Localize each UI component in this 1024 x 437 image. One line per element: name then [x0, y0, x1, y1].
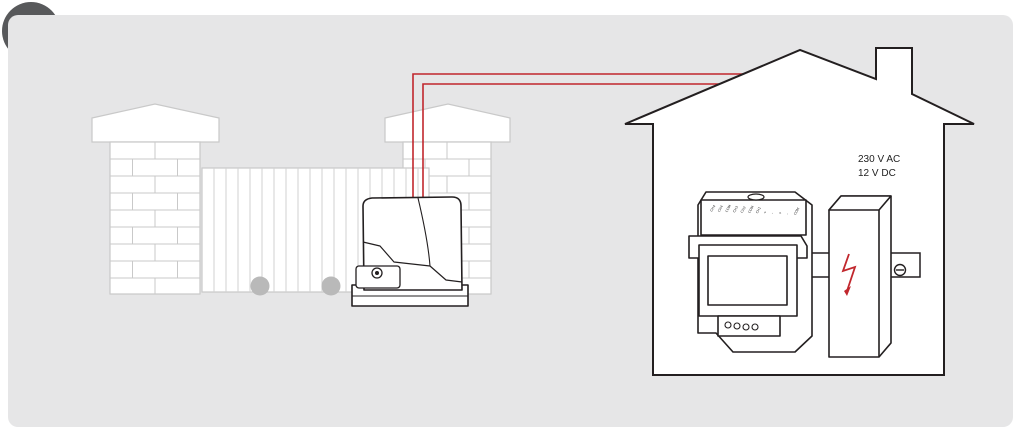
left-brick-pillar — [91, 103, 220, 295]
lightning-arrowhead — [844, 286, 851, 296]
terminal-label: COM — [793, 207, 800, 216]
gate-motor — [351, 196, 469, 307]
gate-wheel-right — [321, 276, 341, 296]
terminal-label: - — [785, 212, 789, 216]
terminal-label: - — [770, 211, 774, 215]
terminal-label: + — [778, 211, 783, 216]
power-label-line2: 12 V DC — [858, 168, 896, 179]
terminal-label: COM — [725, 204, 732, 213]
terminal-label: CH2 — [740, 206, 747, 214]
terminal-label: CH4 — [717, 205, 724, 213]
terminal-label: CH4 — [709, 204, 716, 212]
control-unit — [688, 191, 813, 353]
din-rail-screw — [893, 263, 907, 277]
terminal-label: COM — [747, 205, 754, 214]
gate-wheel-left — [250, 276, 270, 296]
lightning-bolt-icon — [841, 253, 857, 292]
terminal-label: CH1 — [755, 206, 762, 214]
terminal-label: + — [763, 210, 768, 215]
power-supply-unit — [828, 195, 892, 358]
control-unit-cable-inlet — [747, 193, 765, 201]
terminal-label: CH3 — [732, 205, 739, 213]
left-pillar-bricks — [110, 142, 200, 294]
control-unit-leds — [724, 321, 759, 331]
power-label-line1: 230 V AC — [858, 154, 900, 165]
